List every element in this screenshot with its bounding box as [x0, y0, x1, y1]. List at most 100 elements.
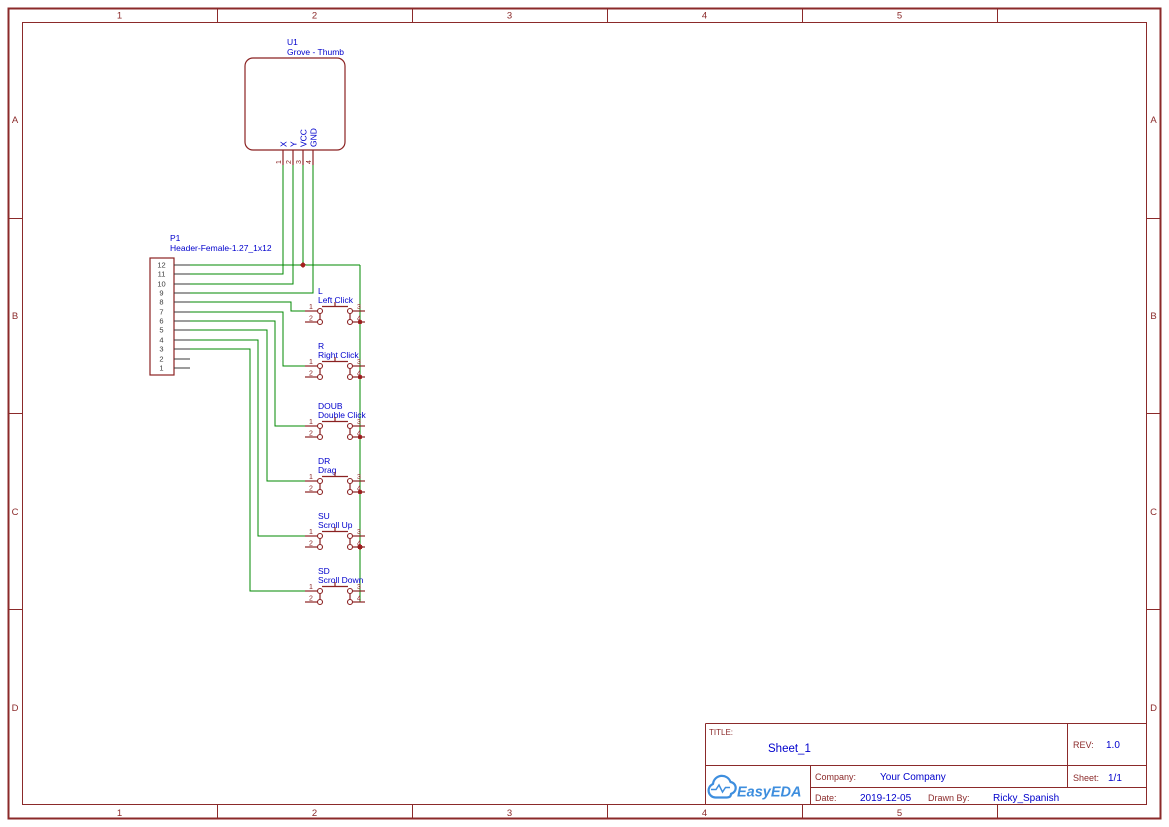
p1-pin-number: 11 [158, 270, 166, 279]
drawn-by-value: Ricky_Spanish [993, 793, 1059, 804]
u1-designator: U1 [287, 37, 298, 47]
switch-name: Scroll Down [318, 575, 364, 585]
u1-pin-number: 1 [276, 160, 283, 164]
wire-segment[interactable] [190, 339, 305, 537]
grid-row-label: B [12, 311, 18, 322]
drawn-by-label: Drawn By: [928, 793, 970, 803]
switch-designator: DOUB [318, 401, 343, 411]
logo-text: EasyEDA [737, 785, 801, 801]
grid-column-label: 4 [702, 11, 707, 22]
switch-designator: DR [318, 456, 330, 466]
p1-body [149, 257, 175, 376]
switch-left-click[interactable]: L Left Click [304, 286, 366, 326]
u1-pin-name: VCC [299, 129, 309, 147]
u1-body [244, 57, 346, 151]
grid-column-label: 3 [507, 808, 512, 819]
u1-pin-number: 3 [296, 160, 303, 164]
frame-inner-border [22, 22, 1147, 805]
p1-pin-number: 3 [159, 345, 163, 354]
switch-designator: R [318, 341, 324, 351]
p1-pin-number: 1 [159, 364, 163, 373]
title-value: Sheet_1 [768, 743, 811, 755]
switch-double-click[interactable]: DOUB Double Click [304, 401, 366, 441]
u1-name: Grove - Thumb [287, 47, 344, 57]
p1-pin-number: 10 [157, 280, 165, 289]
frame-grid-labels: 1 2 3 4 5 1 2 3 4 5 A B C D A B C D [12, 11, 1158, 820]
date-value: 2019-12-05 [860, 793, 912, 804]
sheet-frame [7, 7, 1162, 820]
switch-scroll-up[interactable]: SU Scroll Up [304, 511, 366, 551]
p1-pin-number: 9 [159, 289, 163, 298]
date-label: Date: [815, 793, 837, 803]
switch-designator: L [318, 286, 323, 296]
grid-row-label: A [1150, 115, 1157, 126]
switch-name: Right Click [318, 350, 359, 360]
junction-dot [300, 262, 306, 268]
grid-column-label: 2 [312, 808, 317, 819]
grid-row-label: D [12, 703, 19, 714]
u1-pin-name: X [279, 141, 289, 147]
grid-column-label: 2 [312, 11, 317, 22]
tact-switch-symbol[interactable] [304, 526, 366, 551]
company-value: Your Company [880, 772, 946, 783]
p1-pin-number: 6 [159, 317, 163, 326]
grid-column-label: 3 [507, 11, 512, 22]
switch-scroll-down[interactable]: SD Scroll Down [304, 566, 366, 606]
logo-trace-icon [711, 783, 730, 794]
switch-name: Double Click [318, 410, 366, 420]
u1-pin-name: Y [289, 141, 299, 147]
grid-column-label: 1 [117, 808, 122, 819]
company-label: Company: [815, 772, 856, 782]
title-block: TITLE: Sheet_1 REV: 1.0 Company: Your Co… [705, 723, 1147, 805]
p1-pin-number: 4 [159, 336, 163, 345]
component-p1-header[interactable]: P1 Header-Female-1.27_1x12 12 11 10 9 8 … [149, 233, 272, 376]
grid-column-label: 5 [897, 808, 902, 819]
tact-switch-symbol[interactable] [304, 416, 366, 441]
wires [190, 165, 363, 602]
grid-row-label: D [1150, 703, 1157, 714]
switch-name: Scroll Up [318, 520, 353, 530]
wire-segment[interactable] [190, 311, 305, 367]
wire-segment[interactable] [190, 348, 305, 592]
switch-right-click[interactable]: R Right Click [304, 341, 366, 381]
wire-segment[interactable] [190, 165, 294, 285]
grid-column-label: 1 [117, 11, 122, 22]
wire-segment[interactable] [190, 320, 305, 427]
p1-designator: P1 [170, 233, 181, 243]
u1-pin-number: 4 [306, 160, 313, 164]
wire-segment[interactable] [190, 329, 305, 482]
grid-row-label: A [12, 115, 19, 126]
sheet-value: 1/1 [1108, 773, 1122, 784]
switch-drag[interactable]: DR Drag [304, 456, 366, 496]
component-u1-grove-thumb[interactable]: U1 Grove - Thumb X Y VCC GND 1 2 3 4 [244, 37, 346, 165]
wire-segment[interactable] [190, 301, 305, 312]
p1-pin-number: 8 [159, 298, 163, 307]
grid-row-label: B [1150, 311, 1156, 322]
title-label: TITLE: [709, 728, 733, 737]
switch-name: Left Click [318, 295, 354, 305]
wire-segment[interactable] [190, 165, 284, 275]
easyeda-logo: EasyEDA [707, 774, 801, 801]
u1-pin-number: 2 [286, 160, 293, 164]
rev-value: 1.0 [1106, 740, 1120, 751]
switch-designator: SD [318, 566, 330, 576]
tact-switch-symbol[interactable] [304, 301, 366, 326]
grid-column-label: 4 [702, 808, 707, 819]
logo-cloud-icon [707, 774, 737, 799]
wire-segment[interactable] [190, 165, 314, 294]
frame-outer-border [7, 7, 1162, 820]
grid-column-label: 5 [897, 11, 902, 22]
tact-switch-symbol[interactable] [304, 581, 366, 606]
p1-pin-number: 2 [159, 355, 163, 364]
switch-name: Drag [318, 465, 337, 475]
grid-row-label: C [1150, 507, 1157, 518]
p1-pin-number: 7 [159, 308, 163, 317]
switch-designator: SU [318, 511, 330, 521]
tact-switch-symbol[interactable] [304, 356, 366, 381]
sheet-label: Sheet: [1073, 773, 1099, 783]
rev-label: REV: [1073, 740, 1094, 750]
u1-pin-name: GND [309, 128, 319, 147]
tact-switch-symbol[interactable] [304, 471, 366, 496]
